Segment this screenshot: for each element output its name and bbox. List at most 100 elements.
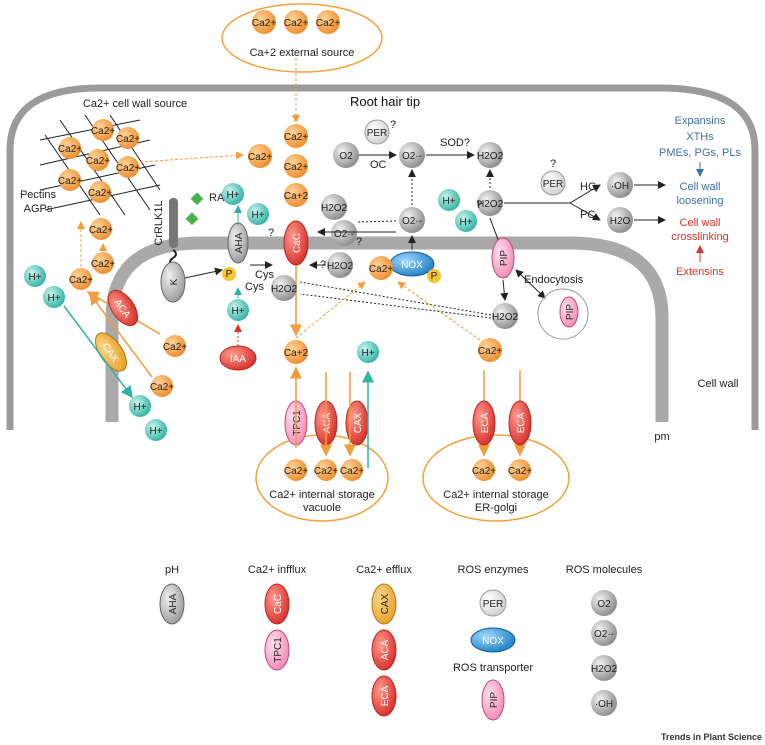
svg-text:Ca2+: Ca2+ (163, 342, 187, 353)
svg-text:·OH: ·OH (595, 699, 613, 710)
svg-text:H+: H+ (149, 426, 162, 437)
pectins-label: Pectins (20, 189, 57, 201)
svg-text:IAA: IAA (230, 354, 246, 365)
legend-ph: pH (165, 564, 179, 576)
er-transporters: ECA ECA (472, 400, 532, 446)
svg-text:H+: H+ (251, 210, 264, 221)
svg-text:P: P (431, 271, 438, 282)
legend-nox (470, 627, 516, 653)
svg-text:PIP: PIP (499, 250, 510, 266)
per-enzyme-top (364, 119, 390, 145)
per-enzyme-right (540, 170, 566, 196)
svg-text:Ca2+: Ca2+ (58, 144, 82, 155)
svg-text:O2·-: O2·- (402, 216, 422, 227)
legend-cac (264, 583, 290, 625)
pip-endosome (559, 296, 579, 328)
er-to-nox-ca-arrow (397, 281, 481, 341)
proton-pip (455, 210, 477, 232)
phospho-aha (222, 267, 236, 281)
svg-text:Ca2+: Ca2+ (58, 176, 82, 187)
endosome (537, 288, 589, 340)
external-source-label: Ca+2 external source (250, 47, 355, 59)
svg-text:O2: O2 (597, 599, 611, 610)
svg-text:PIP: PIP (565, 304, 576, 320)
svg-text:O2·-: O2·- (402, 151, 422, 162)
cac-label: CaC (292, 233, 303, 253)
svg-text:ECA: ECA (380, 685, 391, 706)
svg-text:Ca2+: Ca2+ (478, 346, 502, 357)
svg-text:PER: PER (543, 179, 564, 190)
cytosol-to-nox-ca-arrow (295, 281, 366, 339)
plasma-membrane (105, 236, 669, 422)
extensins-label: Extensins (676, 266, 724, 278)
proton-vacuole (357, 341, 379, 363)
hc-label: HC (580, 181, 596, 193)
superoxide-link (357, 220, 399, 223)
svg-text:ACA: ACA (380, 639, 391, 660)
legend-aca (371, 629, 397, 671)
legend-eca (371, 675, 397, 717)
ralf-peptide-1 (190, 192, 204, 206)
aca-left (107, 289, 139, 327)
svg-text:Ca2+: Ca2+ (340, 466, 364, 477)
calcium-near-nox (369, 256, 393, 280)
cys-label-1: Cys (255, 269, 274, 281)
svg-text:?: ? (550, 158, 556, 170)
svg-text:H2O2: H2O2 (271, 284, 298, 295)
svg-text:CAX: CAX (353, 412, 364, 433)
svg-text:AHA: AHA (234, 232, 245, 253)
pm-label: pm (654, 431, 669, 443)
legend-ca-influx: Ca2+ infflux (248, 564, 307, 576)
legend-h2o2 (591, 655, 617, 681)
ralf-peptide-2 (185, 212, 199, 226)
svg-text:H2O2: H2O2 (492, 312, 519, 323)
svg-text:Ca2+: Ca2+ (284, 18, 308, 29)
cytosol-calcium (284, 340, 308, 364)
svg-text:PER: PER (483, 599, 504, 610)
root-hair-tip-label: Root hair tip (350, 94, 420, 109)
vacuole-word: vacuole (303, 502, 341, 514)
legend-aha (159, 583, 185, 625)
svg-text:CAX: CAX (380, 593, 391, 614)
cell-wall-crosslinking-label: Cell wall (680, 217, 721, 229)
svg-text:?: ? (268, 227, 274, 239)
legend-cax (371, 583, 397, 625)
central-calcium-ions: Ca2+ Ca2+ Ca+2 Ca2+ (248, 124, 309, 207)
svg-text:H2O2: H2O2 (477, 199, 504, 210)
svg-text:H2O2: H2O2 (591, 664, 618, 675)
svg-text:H+: H+ (133, 402, 146, 413)
legend-hydroxyl (591, 690, 617, 716)
legend-pip (481, 679, 505, 721)
er-cytosol-calcium (478, 338, 502, 362)
svg-text:CaC: CaC (273, 594, 284, 614)
svg-text:AHA: AHA (168, 593, 179, 614)
svg-text:Ca2+: Ca2+ (314, 466, 338, 477)
crosslinking-word: crosslinking (671, 231, 728, 243)
pc-label: PC (580, 209, 595, 221)
svg-text:Ca2+: Ca2+ (248, 152, 272, 163)
pip-transporter (491, 237, 515, 279)
svg-text:P: P (226, 269, 233, 280)
proton-top (438, 189, 460, 211)
er-word: ER-golgi (475, 502, 517, 514)
legend-tpc1 (264, 629, 290, 671)
svg-text:Ca2+: Ca2+ (508, 466, 532, 477)
svg-text:H2O: H2O (610, 216, 631, 227)
crrlk1l-receptor (169, 198, 178, 248)
proton-cytosol (227, 299, 249, 321)
svg-text:TPC1: TPC1 (292, 410, 303, 436)
svg-text:O2: O2 (339, 151, 353, 162)
svg-text:Ca2+: Ca2+ (88, 188, 112, 199)
svg-text:H2O2: H2O2 (477, 151, 504, 162)
svg-text:H+: H+ (28, 272, 41, 283)
svg-text:O2·-: O2·- (594, 629, 614, 640)
external-source-oval (221, 3, 383, 73)
proton-aha-2 (247, 203, 269, 225)
legend-ros-molecules: ROS molecules (566, 564, 643, 576)
svg-text:ECA: ECA (516, 412, 527, 433)
svg-text:?: ? (476, 199, 482, 211)
svg-text:NOX: NOX (482, 636, 504, 647)
svg-text:Ca2+: Ca2+ (316, 18, 340, 29)
svg-text:Ca2+: Ca2+ (284, 162, 308, 173)
h2o2-dotted-2 (299, 293, 492, 319)
